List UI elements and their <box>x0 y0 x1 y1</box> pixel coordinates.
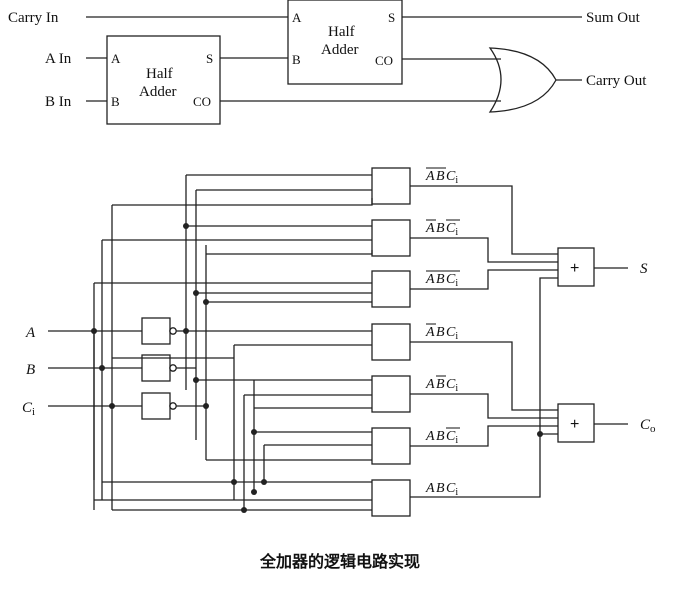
g7-out-s <box>410 277 558 498</box>
junction-dot <box>203 299 209 305</box>
or-sum-symbol: + <box>570 260 579 277</box>
or-gate-sum <box>557 247 595 287</box>
g3-out <box>410 269 558 290</box>
junction-dot <box>193 377 199 383</box>
and-gate-2 <box>371 219 411 257</box>
junction-dot <box>261 479 267 485</box>
g2-in3 <box>206 250 373 255</box>
carry-out-label: Carry Out <box>586 73 647 89</box>
and-gate-6 <box>371 427 411 465</box>
and-gate-1 <box>371 167 411 205</box>
half-adder-2-box <box>287 0 403 85</box>
g1-in3 <box>112 198 373 206</box>
a-in-label: A In <box>45 51 72 67</box>
junction-dot <box>109 403 115 409</box>
junction-dot <box>251 489 257 495</box>
junction-dot <box>183 328 189 334</box>
top-labels: Carry In A In B In Sum Out Carry Out A B… <box>8 10 647 110</box>
ha1-title-2: Adder <box>139 84 177 100</box>
junction-dot <box>193 290 199 296</box>
junction-dot <box>183 223 189 229</box>
inverter-b <box>141 354 171 382</box>
ha1-title-1: Half <box>146 66 173 82</box>
g4-out <box>410 341 558 411</box>
minterm-label: ABCi <box>425 429 458 446</box>
figure-caption: 全加器的逻辑电路实现 <box>259 552 420 571</box>
carry-in-label: Carry In <box>8 10 59 26</box>
junction-dot <box>99 365 105 371</box>
inverter-c <box>141 392 171 420</box>
minterm-label: ABCi <box>425 221 458 238</box>
junction-dot <box>241 507 247 513</box>
or-carry-symbol: + <box>570 416 579 433</box>
ha1-pin-a: A <box>111 51 121 66</box>
junction-dot <box>203 403 209 409</box>
ha1-pin-co: CO <box>193 94 211 109</box>
junction-dot <box>231 479 237 485</box>
minterm-label: ABCi <box>425 169 458 186</box>
minterm-label: ABCi <box>425 325 458 342</box>
g1-out <box>410 185 558 255</box>
half-adder-1-box <box>106 35 221 125</box>
junction-dot <box>91 328 97 334</box>
input-a-label: A <box>25 325 36 341</box>
inverter-a-bubble <box>169 327 177 335</box>
and-gate-3 <box>371 270 411 308</box>
top-block-diagram <box>86 0 582 125</box>
minterm-label: ABCi <box>425 272 458 289</box>
and-gate-4 <box>371 323 411 361</box>
ha2-pin-co: CO <box>375 53 393 68</box>
junction-dot <box>251 429 257 435</box>
output-s-label: S <box>640 261 648 277</box>
junction-dot <box>537 431 543 437</box>
ha2-title-1: Half <box>328 24 355 40</box>
g6-out <box>410 425 558 447</box>
inverter-a <box>141 317 171 345</box>
bottom-labels: A B Ci S Co + + ABCiABCiABCiABCiABCiABCi… <box>22 167 656 498</box>
minterm-label: ABCi <box>425 481 458 498</box>
output-co-label: Co <box>640 417 656 435</box>
g5-out <box>410 393 558 419</box>
g2-out <box>410 237 558 263</box>
ha2-pin-s: S <box>388 10 395 25</box>
inverter-c-bubble <box>169 402 177 410</box>
inverter-b-bubble <box>169 364 177 372</box>
ha2-pin-b: B <box>292 52 301 67</box>
ha1-pin-b: B <box>111 94 120 109</box>
minterm-label: ABCi <box>425 377 458 394</box>
ha2-pin-a: A <box>292 10 302 25</box>
ha2-title-2: Adder <box>321 42 359 58</box>
ha1-pin-s: S <box>206 51 213 66</box>
gate-level-circuit <box>48 167 628 517</box>
and-gate-7 <box>371 479 411 517</box>
or-gate-carry <box>557 403 595 443</box>
input-b-label: B <box>26 362 35 378</box>
input-c-label: Ci <box>22 400 35 418</box>
or-gate <box>488 47 557 113</box>
and-gate-5 <box>371 375 411 413</box>
b-in-label: B In <box>45 94 72 110</box>
sum-out-label: Sum Out <box>586 10 641 26</box>
junction-dots <box>91 223 543 513</box>
